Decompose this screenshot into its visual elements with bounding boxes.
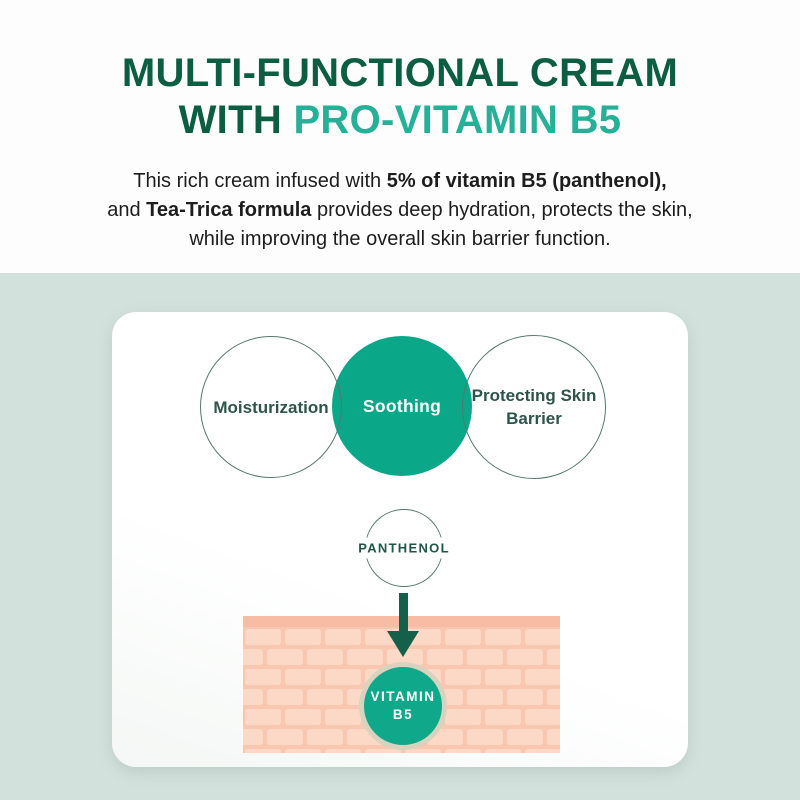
brick <box>285 629 321 645</box>
badge-line2: B5 <box>392 707 414 722</box>
brick <box>507 649 543 665</box>
brick <box>525 669 560 685</box>
arrow-stem <box>399 593 408 631</box>
benefit-label: Moisturization <box>213 397 329 417</box>
description-line: This rich cream infused with 5% of vitam… <box>133 170 667 192</box>
brick <box>325 749 361 753</box>
brick <box>307 729 343 745</box>
benefit-circle-protecting-skin-barrier: Protecting Skin Barrier <box>462 335 606 479</box>
vitamin-b5-badge: VITAMIN B5 <box>359 662 447 750</box>
benefit-label: Soothing <box>362 395 442 416</box>
brick <box>467 729 503 745</box>
brick <box>347 649 383 665</box>
brick <box>485 709 521 725</box>
brick <box>485 749 521 753</box>
brick <box>547 689 560 705</box>
brick <box>325 669 361 685</box>
brick <box>485 669 521 685</box>
brick <box>243 649 263 665</box>
brick <box>427 649 463 665</box>
brick <box>507 689 543 705</box>
brick <box>245 629 281 645</box>
brick <box>307 689 343 705</box>
brick <box>245 749 281 753</box>
brick <box>245 669 281 685</box>
ingredient-label: PANTHENOL <box>353 537 455 559</box>
title-line1: MULTI-FUNCTIONAL CREAM <box>121 51 679 95</box>
brick <box>267 649 303 665</box>
brick <box>507 729 543 745</box>
badge-line1: VITAMIN <box>370 689 436 704</box>
brick <box>325 629 361 645</box>
brick <box>445 629 481 645</box>
brick <box>467 649 503 665</box>
brick <box>485 629 521 645</box>
down-arrow-icon <box>387 593 419 657</box>
benefits-card: Soothing Moisturization Protecting Skin … <box>112 312 688 767</box>
brick <box>285 749 321 753</box>
brick <box>285 709 321 725</box>
brick <box>245 709 281 725</box>
brick <box>445 709 481 725</box>
benefit-label: Protecting Skin Barrier <box>471 386 597 428</box>
brick <box>267 729 303 745</box>
description-line: while improving the overall skin barrier… <box>189 228 611 250</box>
benefit-circle-moisturization: Moisturization <box>200 336 342 478</box>
brick <box>445 669 481 685</box>
brick <box>547 729 560 745</box>
arrow-head <box>387 631 419 657</box>
brick <box>445 749 481 753</box>
brick <box>547 649 560 665</box>
brick <box>525 709 560 725</box>
ingredient-circle: PANTHENOL <box>353 509 455 587</box>
benefit-circle-soothing: Soothing <box>332 336 472 476</box>
brick <box>365 749 401 753</box>
brick <box>243 689 263 705</box>
brick <box>243 729 263 745</box>
brick <box>285 669 321 685</box>
page-title: MULTI-FUNCTIONAL CREAM WITH PRO-VITAMIN … <box>0 50 800 144</box>
product-description: This rich cream infused with 5% of vitam… <box>0 167 800 254</box>
brick <box>405 749 441 753</box>
hero-section: MULTI-FUNCTIONAL CREAM WITH PRO-VITAMIN … <box>0 0 800 273</box>
description-line: and Tea-Trica formula provides deep hydr… <box>107 199 693 221</box>
brick <box>525 629 560 645</box>
brick <box>467 689 503 705</box>
brick <box>525 749 560 753</box>
title-line2-prefix: WITH <box>178 98 283 142</box>
title-highlight: PRO-VITAMIN B5 <box>293 98 622 142</box>
brick <box>267 689 303 705</box>
brick <box>307 649 343 665</box>
brick <box>325 709 361 725</box>
